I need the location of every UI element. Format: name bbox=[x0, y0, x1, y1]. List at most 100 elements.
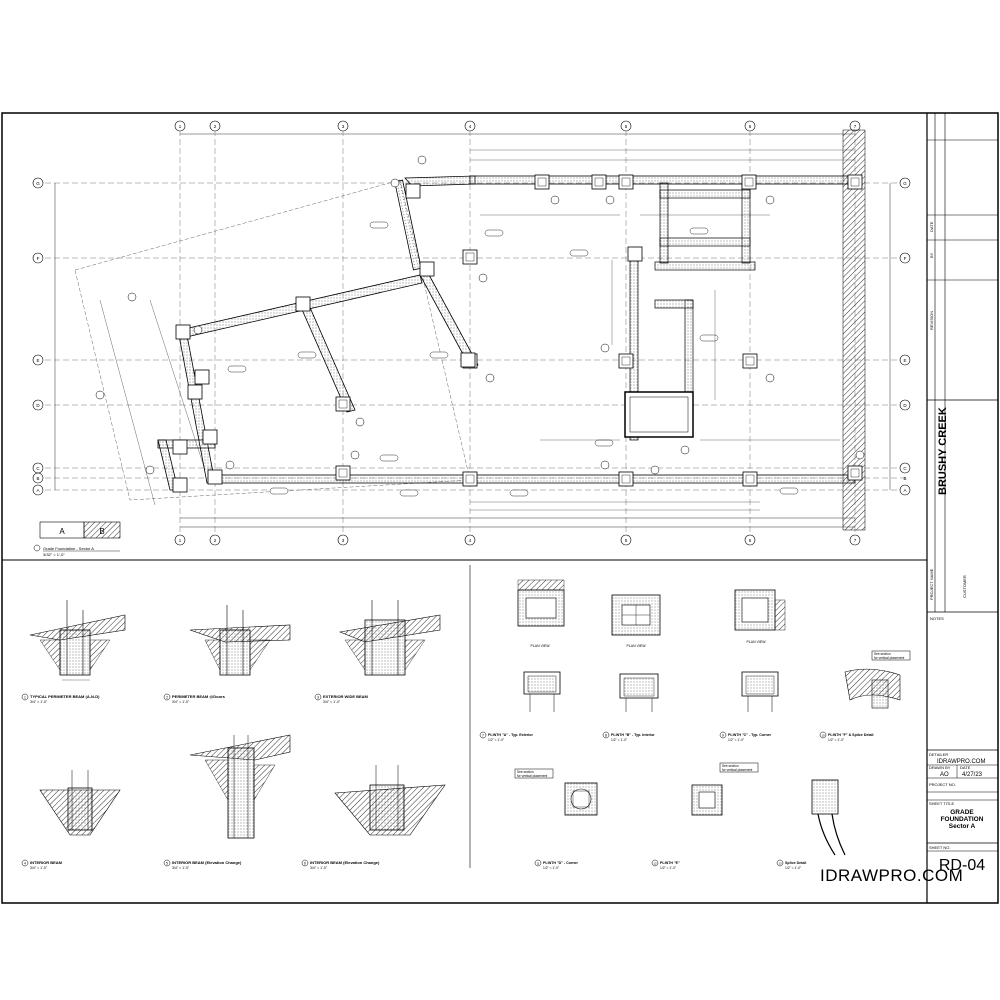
section-4-scale: 3/4" = 1'-0" bbox=[30, 866, 48, 870]
plinth-10-number: 10 bbox=[821, 734, 825, 738]
grid-label-C: C bbox=[903, 466, 907, 471]
grid-label-A: A bbox=[36, 488, 39, 493]
sheet-title-line3: Sector A bbox=[949, 823, 976, 830]
revision-date-label: DATE bbox=[929, 221, 934, 232]
plinth-c-plan-label: PLAN VIEW bbox=[746, 640, 766, 644]
grid-label-F: F bbox=[904, 256, 907, 261]
perimeter-beams bbox=[157, 175, 856, 491]
section-interior-beam-elev-5 bbox=[189, 734, 291, 839]
grid-label-4: 4 bbox=[469, 538, 472, 543]
plinth-8-number: 8 bbox=[605, 734, 607, 738]
see-section-note-2: See section for vertical placement bbox=[514, 768, 554, 779]
notes-label: NOTES bbox=[930, 616, 944, 621]
see-section-note-3: See section for vertical placement bbox=[719, 762, 759, 773]
grid-label-C: C bbox=[36, 466, 40, 471]
grid-label-2: 2 bbox=[214, 124, 217, 129]
detailer-label: DETAILER bbox=[929, 752, 948, 757]
plinth-inner bbox=[338, 177, 860, 484]
section-interior-beam-elev-6 bbox=[334, 765, 446, 836]
plinth-12-number: 12 bbox=[653, 862, 657, 866]
plinth-13-number: 13 bbox=[778, 862, 782, 866]
svg-text:See section: See section bbox=[517, 770, 534, 774]
plinth-a-section bbox=[523, 671, 561, 712]
plinth-9-number: 9 bbox=[722, 734, 724, 738]
section-3-scale: 3/4" = 1'-0" bbox=[323, 700, 341, 704]
grid-label-3: 3 bbox=[342, 124, 345, 129]
foundation-plan: A B Grade Foundation - Sector A 3/32" = … bbox=[32, 120, 911, 557]
plinth-9-scale: 1/2" = 1'-0" bbox=[728, 738, 745, 742]
section-6-title: INTERIOR BEAM (Elevation Change) bbox=[310, 860, 380, 865]
project-no-label: PROJECT NO. bbox=[929, 782, 956, 787]
section-6-scale: 3/4" = 1'-0" bbox=[310, 866, 328, 870]
plinth-b-plan bbox=[611, 594, 661, 636]
grid-label-5: 5 bbox=[625, 538, 628, 543]
sheet-title-line1: GRADE bbox=[950, 809, 974, 816]
section-2-title: PERIMETER BEAM @Doors bbox=[172, 694, 226, 699]
grid-label-7: 7 bbox=[854, 124, 857, 129]
grid-label-D: D bbox=[903, 403, 907, 408]
section-5-number: 5 bbox=[166, 862, 168, 866]
plinth-12-scale: 1/2" = 1'-0" bbox=[660, 866, 677, 870]
existing-wall bbox=[842, 129, 866, 531]
plinth-9-title: PLINTH "C" - Typ. Corner bbox=[728, 733, 772, 737]
plan-title: Grade Foundation - Sector A bbox=[43, 546, 94, 551]
grid-label-A: A bbox=[903, 488, 906, 493]
section-5-scale: 3/4" = 1'-0" bbox=[172, 866, 190, 870]
section-2-scale: 3/4" = 1'-0" bbox=[172, 700, 190, 704]
section-2-number: 2 bbox=[166, 696, 168, 700]
plinth-details: PLAN VIEW PLAN VIEW PLAN VIEW bbox=[479, 579, 911, 870]
plinth-10-title: PLINTH "F" & Splice Detail bbox=[828, 733, 874, 737]
sheet-border bbox=[1, 112, 999, 904]
customer-label: CUSTOMER bbox=[962, 575, 967, 598]
plinth-b-section bbox=[619, 673, 659, 712]
section-1-number: 1 bbox=[24, 696, 26, 700]
splice-detail bbox=[811, 779, 846, 856]
section-5-title: INTERIOR BEAM (Elevation Change) bbox=[172, 860, 242, 865]
plinth-11-number: 11 bbox=[536, 862, 539, 866]
grid-label-E: E bbox=[36, 358, 39, 363]
date-label: DATE bbox=[960, 765, 971, 770]
plinth-7-scale: 1/2" = 1'-0" bbox=[488, 738, 505, 742]
grid-label-G: G bbox=[36, 181, 40, 186]
section-3-title: EXTERIOR WIDE BEAM bbox=[323, 694, 369, 699]
section-1-scale: 3/4" = 1'-0" bbox=[30, 700, 48, 704]
grid-label-6: 6 bbox=[749, 124, 752, 129]
project-name: BRUSHY CREEK bbox=[937, 407, 949, 495]
revision-label: REVISION bbox=[929, 311, 934, 330]
plinth-11-title: PLINTH "D" - Corner bbox=[543, 861, 579, 865]
date-value: 4/27/23 bbox=[962, 772, 983, 778]
grid-label-G: G bbox=[903, 181, 907, 186]
section-1-title: TYPICAL PERIMETER BEAM (A-N-D) bbox=[30, 694, 100, 699]
section-3-number: 3 bbox=[317, 696, 319, 700]
project-name-label: PROJECT NAME bbox=[929, 568, 934, 600]
plinth-11-scale: 1/2" = 1'-0" bbox=[543, 866, 560, 870]
plinth-7-title: PLINTH "A" - Typ. Exterior bbox=[488, 733, 533, 737]
plinth-f-splice bbox=[844, 668, 901, 709]
section-4-number: 4 bbox=[24, 862, 26, 866]
sheet-number: RD-04 bbox=[939, 857, 985, 874]
grid-label-1: 1 bbox=[179, 124, 182, 129]
plinth-a-plan-label: PLAN VIEW bbox=[530, 644, 550, 648]
section-typical-perimeter-beam bbox=[29, 600, 126, 681]
grid-label-1: 1 bbox=[179, 538, 182, 543]
grid-label-7: 7 bbox=[854, 538, 857, 543]
plinth-b-plan-label: PLAN VIEW bbox=[626, 644, 646, 648]
plinth-12-title: PLINTH "E" bbox=[660, 861, 680, 865]
callout-tags bbox=[95, 155, 865, 475]
dimension-strings bbox=[54, 133, 891, 528]
grid-label-3: 3 bbox=[342, 538, 345, 543]
plan-title-bubble bbox=[33, 544, 41, 552]
plinth-titles: 7 PLINTH "A" - Typ. Exterior 1/2" = 1'-0… bbox=[479, 731, 874, 870]
beam-sections: 1 TYPICAL PERIMETER BEAM (A-N-D) 3/4" = … bbox=[21, 600, 446, 870]
svg-text:for vertical placement: for vertical placement bbox=[517, 774, 547, 778]
detailer-value: IDRAWPRO.COM bbox=[937, 759, 985, 765]
section-perimeter-beam-doors bbox=[189, 605, 291, 676]
grid-label-6: 6 bbox=[749, 538, 752, 543]
drawn-by-value: AO bbox=[940, 772, 949, 778]
grid-bubbles-left bbox=[32, 177, 911, 496]
plinth-8-title: PLINTH "B" - Typ. Interior bbox=[611, 733, 655, 737]
elevator-pit bbox=[624, 391, 694, 438]
section-titles: 1 TYPICAL PERIMETER BEAM (A-N-D) 3/4" = … bbox=[21, 693, 380, 870]
grid-label-B: B bbox=[36, 476, 39, 481]
